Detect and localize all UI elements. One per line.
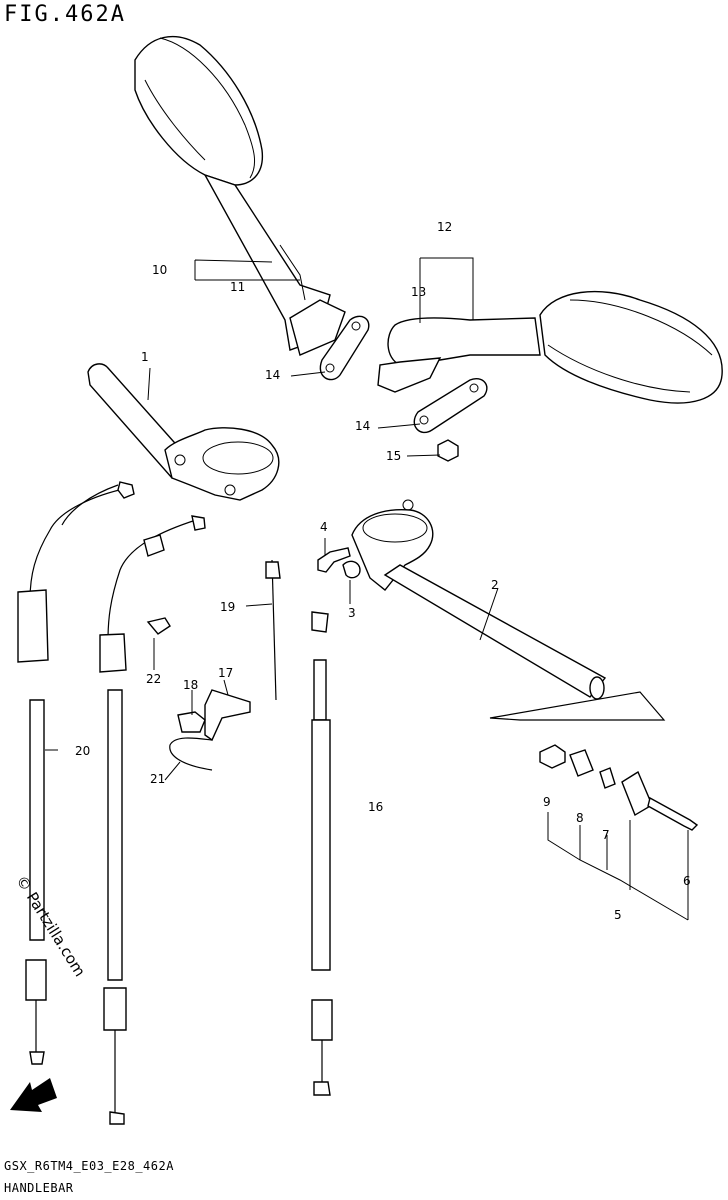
- bar-end-7[interactable]: [599, 767, 616, 789]
- callout-14-right: 14: [355, 419, 371, 433]
- break-line: [489, 691, 666, 721]
- bracket-17[interactable]: [204, 689, 251, 742]
- callout-20: 20: [75, 744, 91, 758]
- mirror-plate-left[interactable]: [319, 315, 370, 381]
- right-handlebar[interactable]: [351, 499, 607, 700]
- figure-name: HANDLEBAR: [4, 1181, 74, 1195]
- left-handlebar[interactable]: [87, 363, 280, 501]
- callout-15: 15: [386, 449, 402, 463]
- callout-9: 9: [543, 795, 551, 809]
- cable-19[interactable]: [271, 559, 277, 701]
- throttle-cable-21[interactable]: [99, 515, 206, 1125]
- callout-19: 19: [220, 600, 236, 614]
- callout-7: 7: [602, 828, 610, 842]
- callout-16: 16: [368, 800, 384, 814]
- bar-end-9[interactable]: [539, 744, 566, 769]
- callout-4: 4: [320, 520, 328, 534]
- callout-17: 17: [218, 666, 234, 680]
- part-3[interactable]: [342, 560, 361, 579]
- wire-holder-21[interactable]: [169, 737, 213, 771]
- bar-end-weight[interactable]: [621, 770, 653, 817]
- throttle-cable-20[interactable]: [17, 481, 135, 1065]
- callout-8: 8: [576, 811, 584, 825]
- callout-18: 18: [183, 678, 199, 692]
- fwd-arrow-icon: [10, 1078, 57, 1112]
- nut-15[interactable]: [437, 439, 459, 462]
- callout-12: 12: [437, 220, 453, 234]
- callout-13: 13: [411, 285, 427, 299]
- right-mirror[interactable]: [377, 290, 723, 404]
- clutch-cable-16[interactable]: [311, 611, 333, 1096]
- callout-1: 1: [141, 350, 149, 364]
- figure-title: FIG.462A: [4, 2, 126, 27]
- left-mirror[interactable]: [134, 35, 346, 356]
- callout-22: 22: [146, 672, 162, 686]
- callout-2: 2: [491, 578, 499, 592]
- mirror-plate-right[interactable]: [413, 378, 488, 434]
- bar-end-8[interactable]: [569, 749, 594, 777]
- bolt-22[interactable]: [146, 617, 171, 635]
- callout-6: 6: [683, 874, 691, 888]
- callout-11: 11: [230, 280, 246, 294]
- callout-3: 3: [348, 606, 356, 620]
- callout-21: 21: [150, 772, 166, 786]
- callout-5: 5: [614, 908, 622, 922]
- figure-code: GSX_R6TM4_E03_E28_462A: [4, 1159, 174, 1173]
- bolt-4[interactable]: [317, 547, 351, 573]
- callout-10: 10: [152, 263, 168, 277]
- bar-end-screw-6[interactable]: [647, 796, 699, 831]
- callout-14-left: 14: [265, 368, 281, 382]
